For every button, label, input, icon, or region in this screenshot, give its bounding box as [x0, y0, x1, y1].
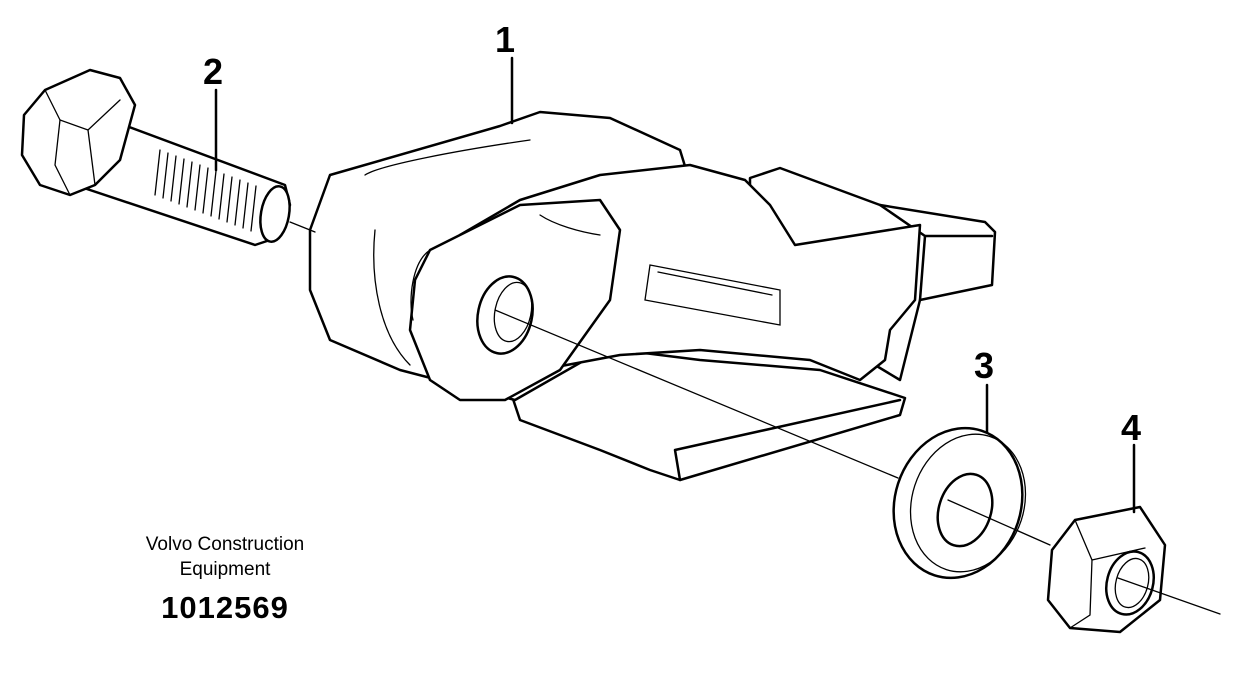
callout-2: 2 — [203, 51, 223, 92]
leader-lines — [214, 56, 1136, 514]
callout-4: 4 — [1121, 407, 1141, 448]
bolt-part — [20, 68, 316, 247]
part-number: 1012569 — [161, 590, 289, 625]
brand-line-1: Volvo Construction — [145, 534, 305, 555]
callout-1: 1 — [495, 19, 515, 60]
assembly-axis — [494, 309, 1221, 615]
nut-part — [1046, 505, 1167, 634]
brand-caption: Volvo Construction Equipment — [110, 532, 340, 582]
tooth-part — [308, 110, 997, 482]
callout-3: 3 — [974, 345, 994, 386]
brand-line-2: Equipment — [179, 559, 271, 580]
washer-part — [892, 426, 1027, 580]
